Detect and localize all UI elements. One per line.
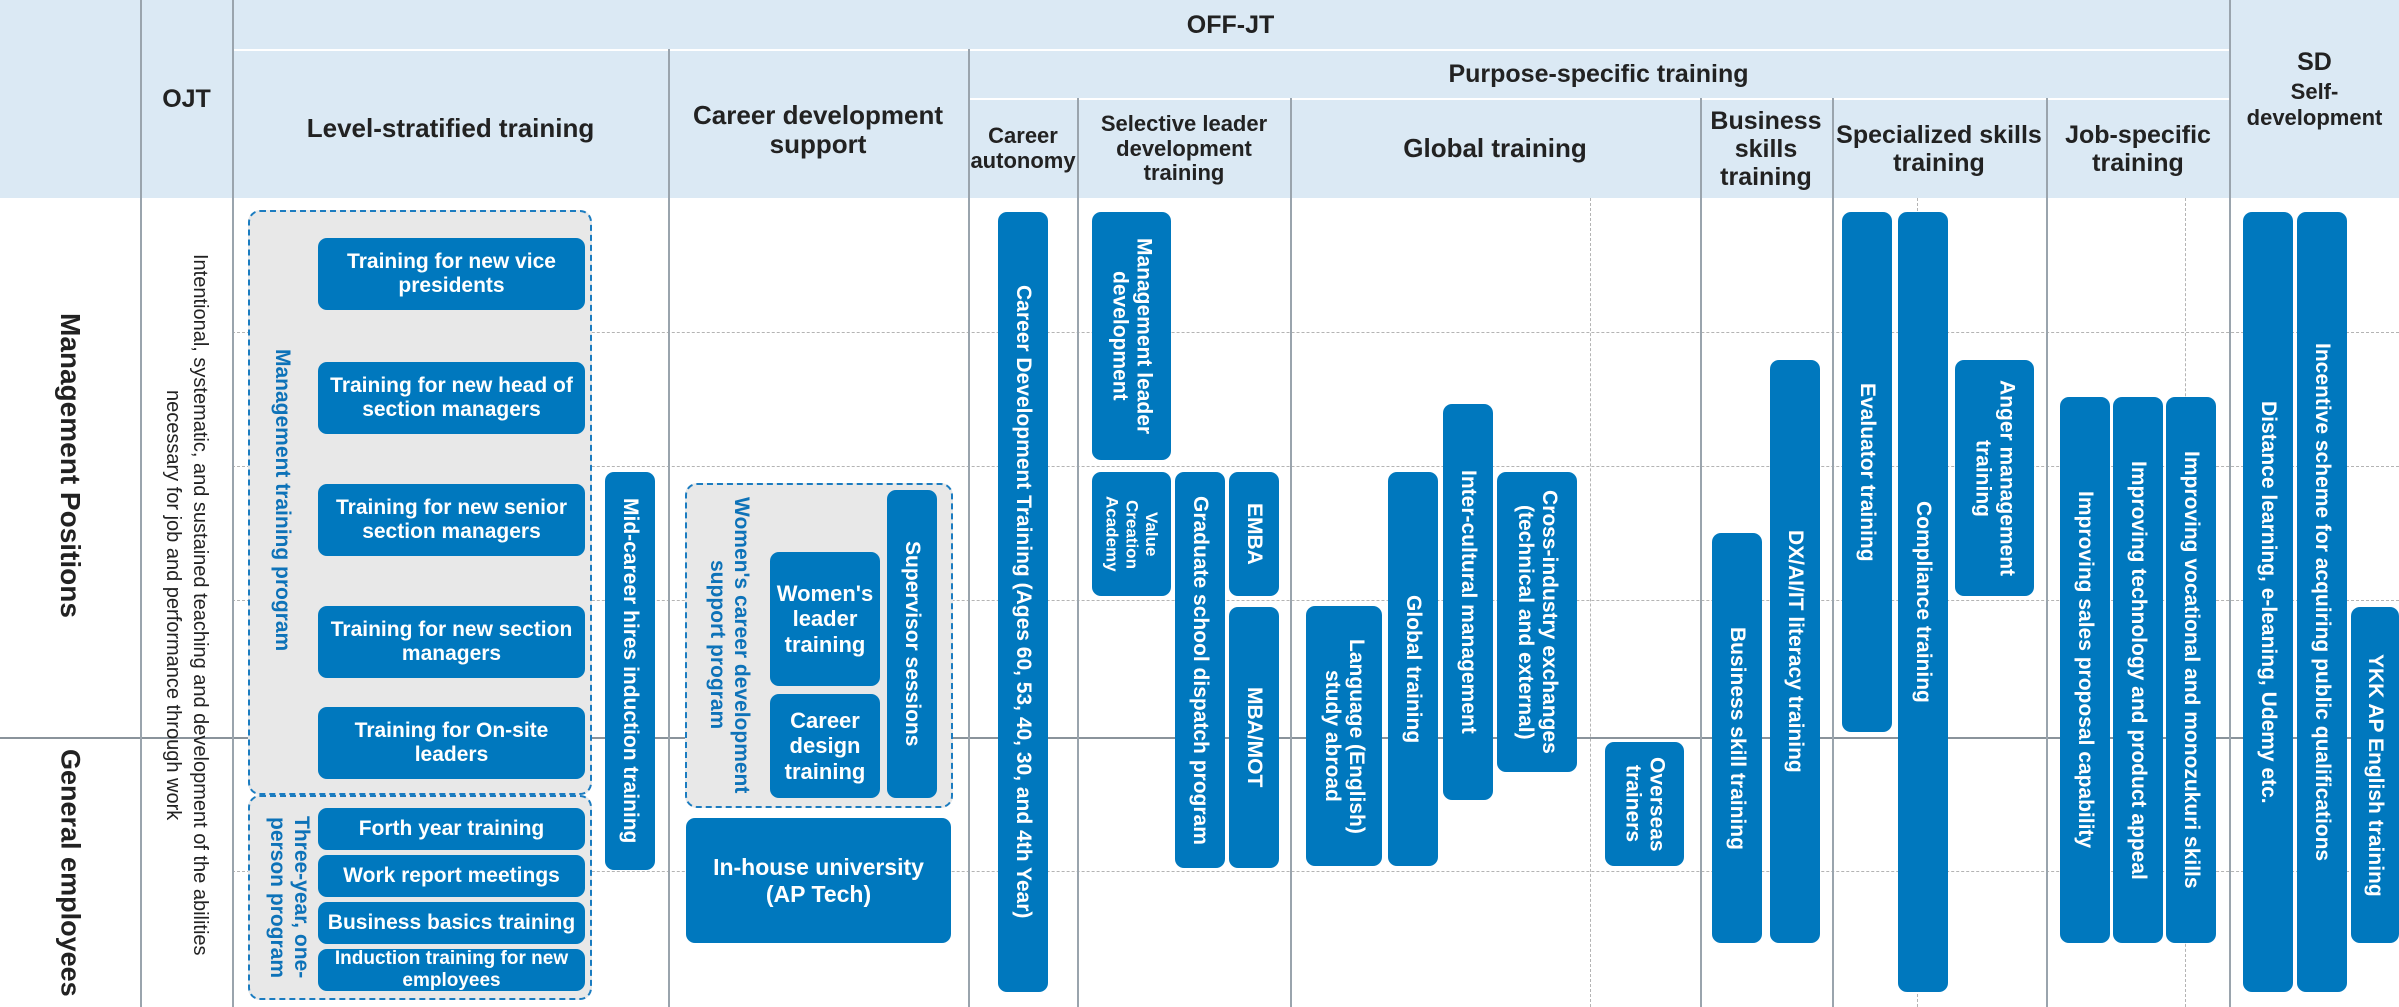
header-job: Job-specific training [2065, 121, 2211, 177]
midcareer-induction-training[interactable]: Mid-career hires induction training [605, 472, 655, 870]
col-line [668, 49, 670, 1007]
header-divider [968, 98, 2230, 100]
header-sd-title: SD [2297, 48, 2332, 76]
global-training[interactable]: Global training [1388, 472, 1438, 866]
col-line [1700, 98, 1702, 1007]
header-sd: SD Self-development [2230, 48, 2399, 131]
header-business: Business skills training [1710, 107, 1822, 191]
compliance-training[interactable]: Compliance training [1898, 212, 1948, 992]
training-fourth-year[interactable]: Forth year training [318, 808, 585, 850]
col-line [2046, 98, 2048, 1007]
grid-line [232, 871, 2399, 872]
header-purpose: Purpose-specific training [1448, 60, 1749, 88]
management-program-label: Management training program [271, 348, 295, 652]
evaluator-training[interactable]: Evaluator training [1842, 212, 1892, 732]
womens-program-label: Women's career development support progr… [706, 496, 754, 794]
vocational-monozukuri-skills[interactable]: Improving vocational and monozukuri skil… [2166, 397, 2216, 943]
training-section-managers[interactable]: Training for new section managers [318, 606, 585, 678]
career-development-training[interactable]: Career Development Training (Ages 60, 53… [998, 212, 1048, 992]
career-design-training[interactable]: Career design training [770, 694, 880, 798]
header-divider [232, 49, 2230, 51]
graduate-school-dispatch[interactable]: Graduate school dispatch program [1175, 472, 1225, 868]
incentive-scheme[interactable]: Incentive scheme for acquiring public qu… [2297, 212, 2347, 992]
technology-product-appeal[interactable]: Improving technology and product appeal [2113, 397, 2163, 943]
supervisor-sessions[interactable]: Supervisor sessions [887, 490, 937, 798]
induction-training[interactable]: Induction training for new employees [318, 948, 585, 991]
header-career-support: Career development support [693, 99, 943, 159]
col-line [232, 0, 234, 1007]
business-basics-training[interactable]: Business basics training [318, 902, 585, 944]
dx-literacy-training[interactable]: DX/AI/IT literacy training [1770, 360, 1820, 943]
header-offjt: OFF-JT [1186, 11, 1275, 39]
col-line [1077, 98, 1079, 1007]
training-onsite-leaders[interactable]: Training for On-site leaders [318, 707, 585, 779]
mba-mot[interactable]: MBA/MOT [1229, 607, 1279, 868]
col-line [1290, 98, 1292, 1007]
training-vice-presidents[interactable]: Training for new vice presidents [318, 238, 585, 310]
header-level: Level-stratified training [306, 113, 595, 144]
emba[interactable]: EMBA [1229, 472, 1279, 596]
training-head-section-managers[interactable]: Training for new head of section manager… [318, 362, 585, 434]
anger-management-training[interactable]: Anger management training [1955, 360, 2034, 596]
overseas-trainers[interactable]: Overseas trainers [1605, 742, 1684, 866]
inhouse-university[interactable]: In-house university (AP Tech) [686, 818, 951, 943]
col-line [140, 0, 142, 1007]
col-line [1832, 98, 1834, 1007]
business-skill-training[interactable]: Business skill training [1712, 533, 1762, 943]
womens-leader-training[interactable]: Women's leader training [770, 552, 880, 686]
row-label-management: Management Positions [55, 312, 86, 618]
ojt-description: Intentional, systematic, and sustained t… [162, 254, 211, 956]
sales-proposal-capability[interactable]: Improving sales proposal capability [2060, 397, 2110, 943]
cross-industry-exchanges[interactable]: Cross-industry exchanges (technical and … [1497, 472, 1577, 772]
value-creation-academy[interactable]: Value Creation Academy [1092, 472, 1171, 596]
grid-line [232, 466, 2399, 467]
three-year-program-label: Three-year, one-person program [266, 816, 314, 979]
col-line [2229, 0, 2231, 1007]
work-report-meetings[interactable]: Work report meetings [318, 855, 585, 897]
language-study-abroad[interactable]: Language (English) study abroad [1306, 606, 1382, 866]
grid-line [232, 600, 2399, 601]
header-ojt: OJT [162, 85, 211, 113]
row-label-general: General employees [55, 748, 86, 997]
training-senior-section-managers[interactable]: Training for new senior section managers [318, 484, 585, 556]
col-line [968, 49, 970, 1007]
grid-line [1590, 198, 1591, 1007]
header-global: Global training [1403, 133, 1587, 164]
header-specialized: Specialized skills training [1836, 121, 2042, 177]
grid-line [232, 332, 2399, 333]
distance-learning[interactable]: Distance learning, e-leaning, Udemy etc. [2243, 212, 2293, 992]
header-career-autonomy: Career autonomy [970, 123, 1076, 173]
intercultural-management[interactable]: Inter-cultural management [1443, 404, 1493, 800]
management-leader-development[interactable]: Management leader development [1092, 212, 1171, 460]
header-selective: Selective leader development training [1100, 111, 1268, 186]
header-sd-subtitle: Self-development [2246, 79, 2383, 130]
ykk-ap-english-training[interactable]: YKK AP English training [2351, 607, 2399, 943]
